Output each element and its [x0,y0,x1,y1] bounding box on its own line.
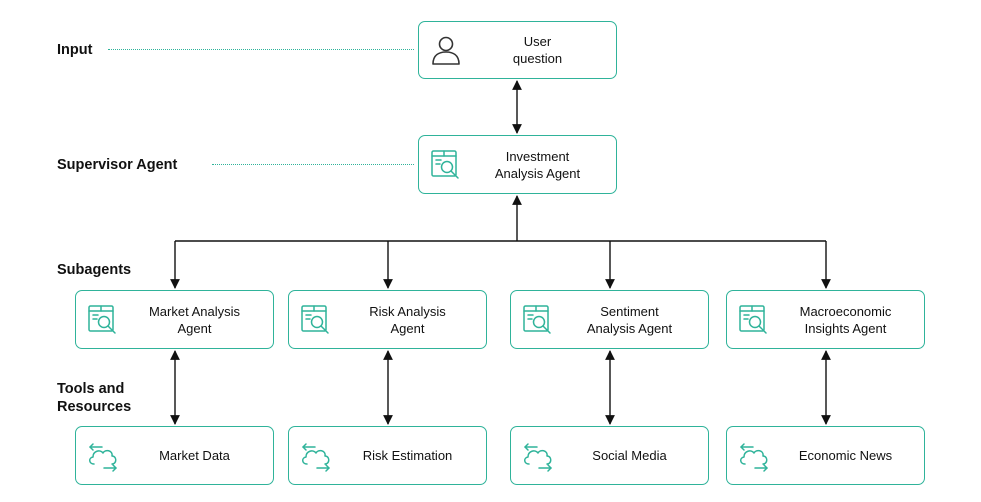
document-search-icon [523,304,551,334]
node-label: Risk Estimation [362,448,453,463]
cloud-transfer-icon [740,442,768,472]
cloud-transfer-icon [302,442,330,472]
node-tool-social-media: Social Media [510,426,709,485]
row-label-tools-line1: Tools and [57,381,125,397]
input-guide-line [108,49,414,50]
node-tool-economic-news: Economic News [726,426,925,485]
node-label: Market Analysis Agent [148,303,241,336]
document-search-icon [739,304,767,334]
node-label: Economic News [798,448,893,463]
node-label: Macroeconomic Insights Agent [799,303,892,336]
node-user-question: User question [418,21,617,79]
node-subagent-risk-analysis: Risk Analysis Agent [288,290,487,349]
user-icon [432,36,460,65]
node-label: Sentiment Analysis Agent [586,303,673,336]
node-supervisor-agent: Investment Analysis Agent [418,135,617,194]
node-subagent-sentiment-analysis: Sentiment Analysis Agent [510,290,709,349]
document-search-icon [88,304,116,334]
row-label-tools-line2: Resources [57,399,132,415]
cloud-transfer-icon [524,442,552,472]
row-label-subagents: Subagents [57,262,132,278]
node-label: Investment Analysis Agent [494,148,581,181]
node-label: User question [512,34,563,66]
node-subagent-macroeconomic-insights: Macroeconomic Insights Agent [726,290,925,349]
node-label: Risk Analysis Agent [369,303,446,336]
node-tool-risk-estimation: Risk Estimation [288,426,487,485]
cloud-transfer-icon [89,442,117,472]
node-tool-market-data: Market Data [75,426,274,485]
row-label-input: Input [57,42,93,58]
row-label-supervisor: Supervisor Agent [57,157,178,173]
supervisor-guide-line [212,164,414,165]
document-search-icon [301,304,329,334]
node-subagent-market-analysis: Market Analysis Agent [75,290,274,349]
node-label: Social Media [592,448,667,463]
document-search-icon [431,149,459,179]
node-label: Market Data [159,448,230,463]
